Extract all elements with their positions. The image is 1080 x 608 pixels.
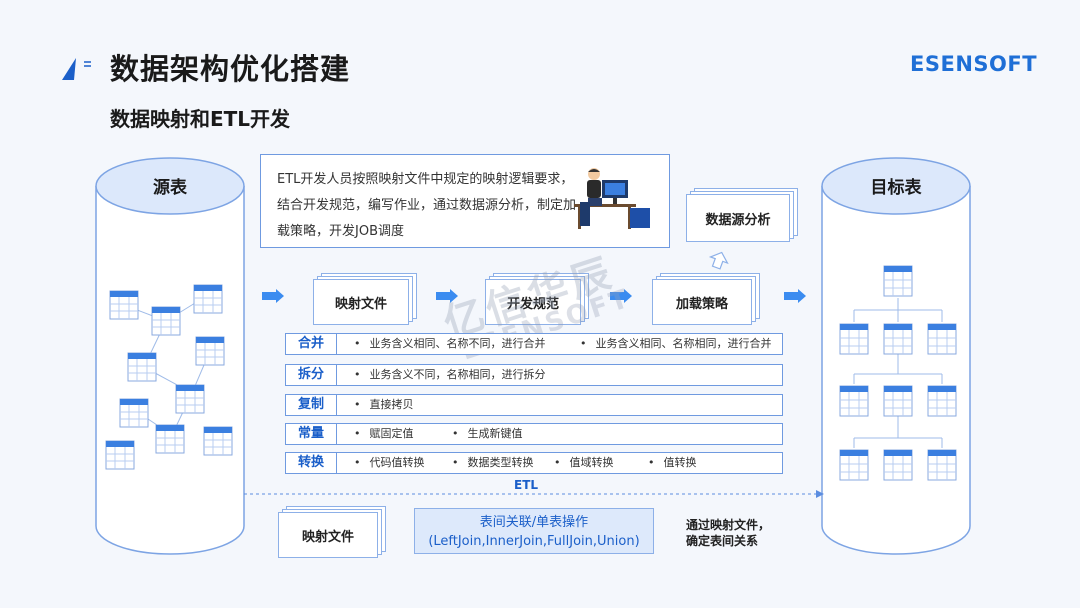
target-tables-tree [839, 265, 957, 481]
operation-tag: 合并 [286, 334, 337, 354]
table-icon [109, 290, 139, 320]
etl-description-text: ETL开发人员按照映射文件中规定的映射逻辑要求，结合开发规范，编写作业，通过数据… [277, 172, 577, 239]
load-strategy-label: 加载策略 [675, 296, 728, 312]
operation-tag: 转换 [286, 453, 337, 473]
operation-row-copy: 复制 直接拷贝 [285, 394, 783, 416]
title-arrow-icon [62, 58, 91, 80]
operation-item: 业务含义不同，名称相同，进行拆分 [354, 365, 546, 385]
table-icon [883, 265, 913, 297]
join-operations-box: 表间关联/单表操作 (LeftJoin,InnerJoin,FullJoin,U… [414, 508, 654, 554]
operation-item: 数据类型转换 [452, 453, 534, 473]
operation-item: 业务含义相同、名称不同，进行合并 [354, 334, 546, 354]
flow-arrow-icon [610, 289, 632, 303]
mapping-note: 通过映射文件， 确定表间关系 [686, 517, 770, 549]
operation-item: 业务含义相同、名称相同，进行合并 [580, 334, 772, 354]
page-subtitle: 数据映射和ETL开发 [110, 107, 291, 131]
operation-item: 生成新键值 [452, 424, 523, 444]
operation-row-constant: 常量 赋固定值 生成新键值 [285, 423, 783, 445]
bottom-mapping-file-label: 映射文件 [301, 529, 354, 545]
mapping-note-line1: 通过映射文件， [686, 518, 771, 532]
flow-arrow-icon [784, 289, 806, 303]
operation-row-convert: 转换 代码值转换 数据类型转换 值域转换 值转换 [285, 452, 783, 474]
dev-spec-doc: 开发规范 [485, 273, 589, 325]
join-types: (LeftJoin,InnerJoin,FullJoin,Union) [428, 534, 640, 549]
etl-dashed-arrow [244, 490, 824, 498]
source-table-label: 源表 [153, 178, 187, 198]
operation-row-merge: 合并 业务含义相同、名称不同，进行合并 业务含义相同、名称相同，进行合并 [285, 333, 783, 355]
dev-spec-label: 开发规范 [506, 296, 559, 312]
load-strategy-doc: 加载策略 [652, 273, 760, 325]
brand-logo: ESENSOFT [910, 52, 1038, 76]
mapping-note-line2: 确定表间关系 [686, 534, 759, 548]
flow-arrow-icon [436, 289, 458, 303]
mapping-file-label: 映射文件 [334, 296, 387, 312]
operation-tag: 常量 [286, 424, 337, 444]
operation-item: 值转换 [648, 453, 697, 473]
mapping-file-doc: 映射文件 [313, 273, 417, 325]
operation-item: 代码值转换 [354, 453, 425, 473]
data-source-analysis-doc: 数据源分析 [686, 188, 798, 242]
etl-label: ETL [514, 478, 539, 492]
operation-item: 值域转换 [554, 453, 614, 473]
operation-row-split: 拆分 业务含义不同，名称相同，进行拆分 [285, 364, 783, 386]
operation-tag: 复制 [286, 395, 337, 415]
target-table-label: 目标表 [870, 178, 922, 198]
operation-item: 赋固定值 [354, 424, 414, 444]
operation-tag: 拆分 [286, 365, 337, 385]
up-arrow-icon [708, 251, 729, 270]
join-title: 表间关联/单表操作 [479, 515, 589, 530]
source-tables-network [105, 284, 233, 470]
data-source-analysis-label: 数据源分析 [705, 212, 771, 228]
developer-at-desk-icon [574, 168, 650, 229]
bottom-mapping-file-doc: 映射文件 [278, 506, 386, 558]
flow-arrow-icon [262, 289, 284, 303]
operation-item: 直接拷贝 [354, 395, 414, 415]
page-title: 数据架构优化搭建 [110, 52, 351, 86]
